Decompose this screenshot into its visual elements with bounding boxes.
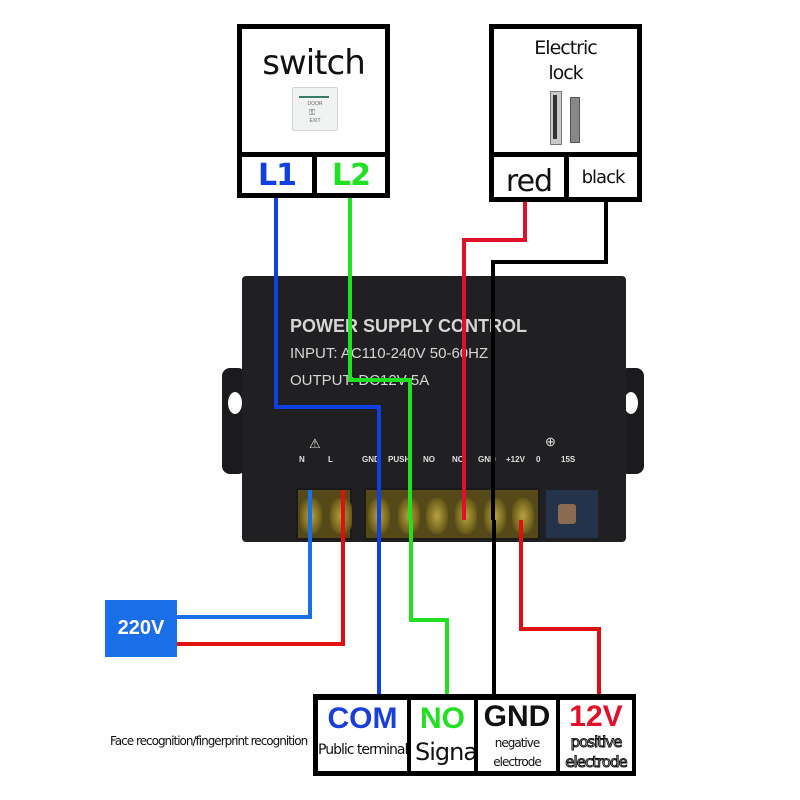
reader-terminal-no: NO Signal (411, 700, 474, 771)
com-desc: Public terminal (318, 742, 407, 758)
no-code: NO (420, 702, 465, 735)
label-n: N (299, 455, 305, 464)
gnd-desc-line2: electrode (493, 755, 541, 769)
wire-12v (519, 520, 601, 697)
lock-title-line2: lock (548, 62, 583, 84)
label-push: PUSH (388, 455, 411, 464)
high-voltage-icon: ⚠ (309, 436, 321, 451)
label-no: NO (423, 455, 435, 464)
terminal-screw-12v (512, 498, 534, 534)
reader-terminal-com: COM Public terminal (318, 700, 407, 771)
wire-mains-n (177, 490, 312, 619)
gnd-desc-line1: negative (494, 736, 540, 750)
wire-l1-to-gnd (274, 198, 381, 520)
gnd-code: GND (483, 700, 551, 733)
device-input-rating: INPUT: AC110-240V 50-60HZ (290, 345, 489, 362)
wire-lock-red-to-12v (462, 202, 527, 520)
reader-terminal-gnd: GND negative electrode (478, 700, 556, 771)
reader-terminal-12v: 12V positive electrode (560, 700, 632, 771)
exit-label: EXIT (309, 118, 321, 124)
label-l: L (328, 455, 333, 464)
adjust-knob-icon: ⊕ (545, 434, 556, 449)
com-code: COM (327, 702, 398, 735)
terminal-screw-no (426, 498, 448, 534)
timer-label-max: 15S (561, 455, 576, 464)
wire-l2-to-push (348, 198, 412, 520)
mains-220v-box: 220V (105, 600, 177, 657)
label-gnd-1: GND (362, 455, 380, 464)
exit-button-image: DOOR ⚿ EXIT (292, 87, 338, 131)
no-desc: Signal (415, 738, 474, 766)
dc-terminal-block (364, 488, 540, 540)
label-gnd-2: GND (478, 455, 496, 464)
switch-terminal-l2: L2 (312, 152, 390, 198)
wire-mains-l (177, 490, 345, 646)
12v-code: 12V (569, 700, 623, 733)
lock-image (544, 81, 589, 149)
timer-potentiometer (546, 490, 598, 538)
label-12v: +12V (506, 455, 525, 464)
lock-title-line1: Electric (534, 37, 597, 59)
timer-label-min: 0 (536, 455, 541, 464)
wire-no (409, 520, 449, 697)
12v-desc-line2: electrode (565, 753, 629, 772)
lock-terminal-black: black (564, 152, 642, 202)
door-label: DOOR (307, 101, 323, 107)
reader-label: Face recognition/fingerprint recognition (110, 734, 308, 748)
lock-terminal-red: red (489, 152, 569, 202)
12v-desc-line1: positive (570, 733, 623, 752)
mains-label: 220V (117, 617, 165, 639)
wire-lock-black-to-gnd (491, 202, 608, 520)
label-nc: NC (452, 455, 464, 464)
key-icon: ⚿ (309, 108, 316, 117)
switch-title: switch (262, 43, 366, 83)
